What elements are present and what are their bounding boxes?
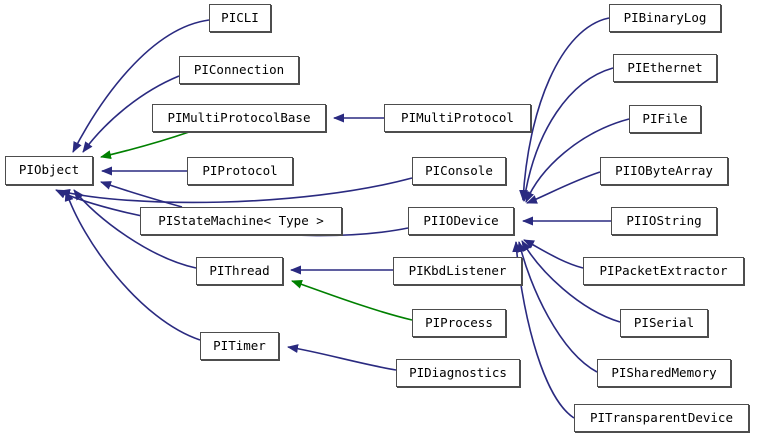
inheritance-edge	[72, 19, 210, 153]
class-node-piconnection[interactable]: PIConnection	[179, 56, 299, 84]
class-node-pimultiprotocol[interactable]: PIMultiProtocol	[384, 104, 531, 132]
inheritance-edge	[516, 241, 598, 373]
class-node-pistatemachine[interactable]: PIStateMachine< Type >	[140, 207, 342, 235]
class-node-pifile[interactable]: PIFile	[629, 105, 701, 133]
class-node-label: PISerial	[633, 314, 695, 330]
class-node-picli[interactable]: PICLI	[209, 4, 271, 32]
class-node-piiobytearray[interactable]: PIIOByteArray	[600, 157, 728, 185]
class-node-piprotocol[interactable]: PIProtocol	[187, 157, 293, 185]
class-node-pikbdlistener[interactable]: PIKbdListener	[393, 257, 522, 285]
inheritance-edge	[521, 240, 621, 323]
class-node-pitransparentdevice[interactable]: PITransparentDevice	[574, 404, 749, 432]
class-node-label: PIDiagnostics	[409, 364, 507, 380]
inheritance-edge	[100, 131, 190, 160]
inheritance-edge	[525, 118, 630, 203]
class-node-label: PISharedMemory	[611, 364, 717, 380]
class-node-label: PIPacketExtractor	[599, 262, 728, 278]
inheritance-edge	[64, 190, 201, 341]
class-node-piprocess[interactable]: PIProcess	[412, 309, 506, 337]
class-node-pisharedmemory[interactable]: PISharedMemory	[597, 359, 731, 387]
class-node-piobject[interactable]: PIObject	[5, 156, 93, 185]
class-node-label: PIEthernet	[627, 59, 703, 75]
class-node-label: PIMultiProtocol	[401, 109, 514, 125]
inheritance-edge	[287, 344, 397, 371]
class-node-pimultiprotocolbase[interactable]: PIMultiProtocolBase	[152, 104, 326, 132]
class-node-pidiagnostics[interactable]: PIDiagnostics	[396, 359, 520, 387]
class-node-label: PITransparentDevice	[590, 409, 733, 425]
class-node-piiodevice[interactable]: PIIODevice	[408, 207, 514, 235]
class-node-piiostring[interactable]: PIIOString	[611, 207, 717, 235]
class-node-label: PIProcess	[425, 314, 493, 330]
inheritance-edge	[100, 181, 183, 208]
class-node-label: PIThread	[209, 262, 270, 278]
class-node-pibinarylog[interactable]: PIBinaryLog	[609, 4, 721, 32]
class-node-label: PIConnection	[193, 61, 285, 77]
class-node-piethernet[interactable]: PIEthernet	[613, 54, 717, 82]
inheritance-edge	[82, 75, 180, 153]
inheritance-edge	[291, 280, 413, 321]
class-node-pithread[interactable]: PIThread	[196, 257, 283, 285]
class-node-label: PIProtocol	[202, 162, 278, 178]
class-node-label: PITimer	[213, 337, 266, 353]
class-node-label: PIIOByteArray	[615, 162, 713, 178]
inheritance-edge	[526, 171, 601, 204]
class-node-label: PIObject	[18, 162, 80, 178]
inheritance-edge	[521, 67, 614, 202]
inheritance-edge	[59, 177, 413, 204]
class-node-label: PIBinaryLog	[623, 9, 707, 25]
class-node-pitimer[interactable]: PITimer	[200, 332, 279, 360]
class-node-label: PIIODevice	[423, 212, 499, 228]
class-node-label: PICLI	[221, 9, 259, 25]
class-node-label: PIStateMachine< Type >	[158, 212, 324, 228]
class-node-label: PIMultiProtocolBase	[167, 109, 311, 125]
inheritance-edge	[519, 17, 610, 201]
class-node-pipacketextractor[interactable]: PIPacketExtractor	[583, 257, 744, 285]
class-node-piconsole[interactable]: PIConsole	[412, 157, 506, 185]
class-node-piserial[interactable]: PISerial	[620, 309, 708, 337]
class-node-label: PIConsole	[425, 162, 493, 178]
class-node-label: PIIOString	[626, 212, 702, 228]
class-node-label: PIKbdListener	[408, 262, 507, 278]
class-node-label: PIFile	[642, 110, 688, 126]
